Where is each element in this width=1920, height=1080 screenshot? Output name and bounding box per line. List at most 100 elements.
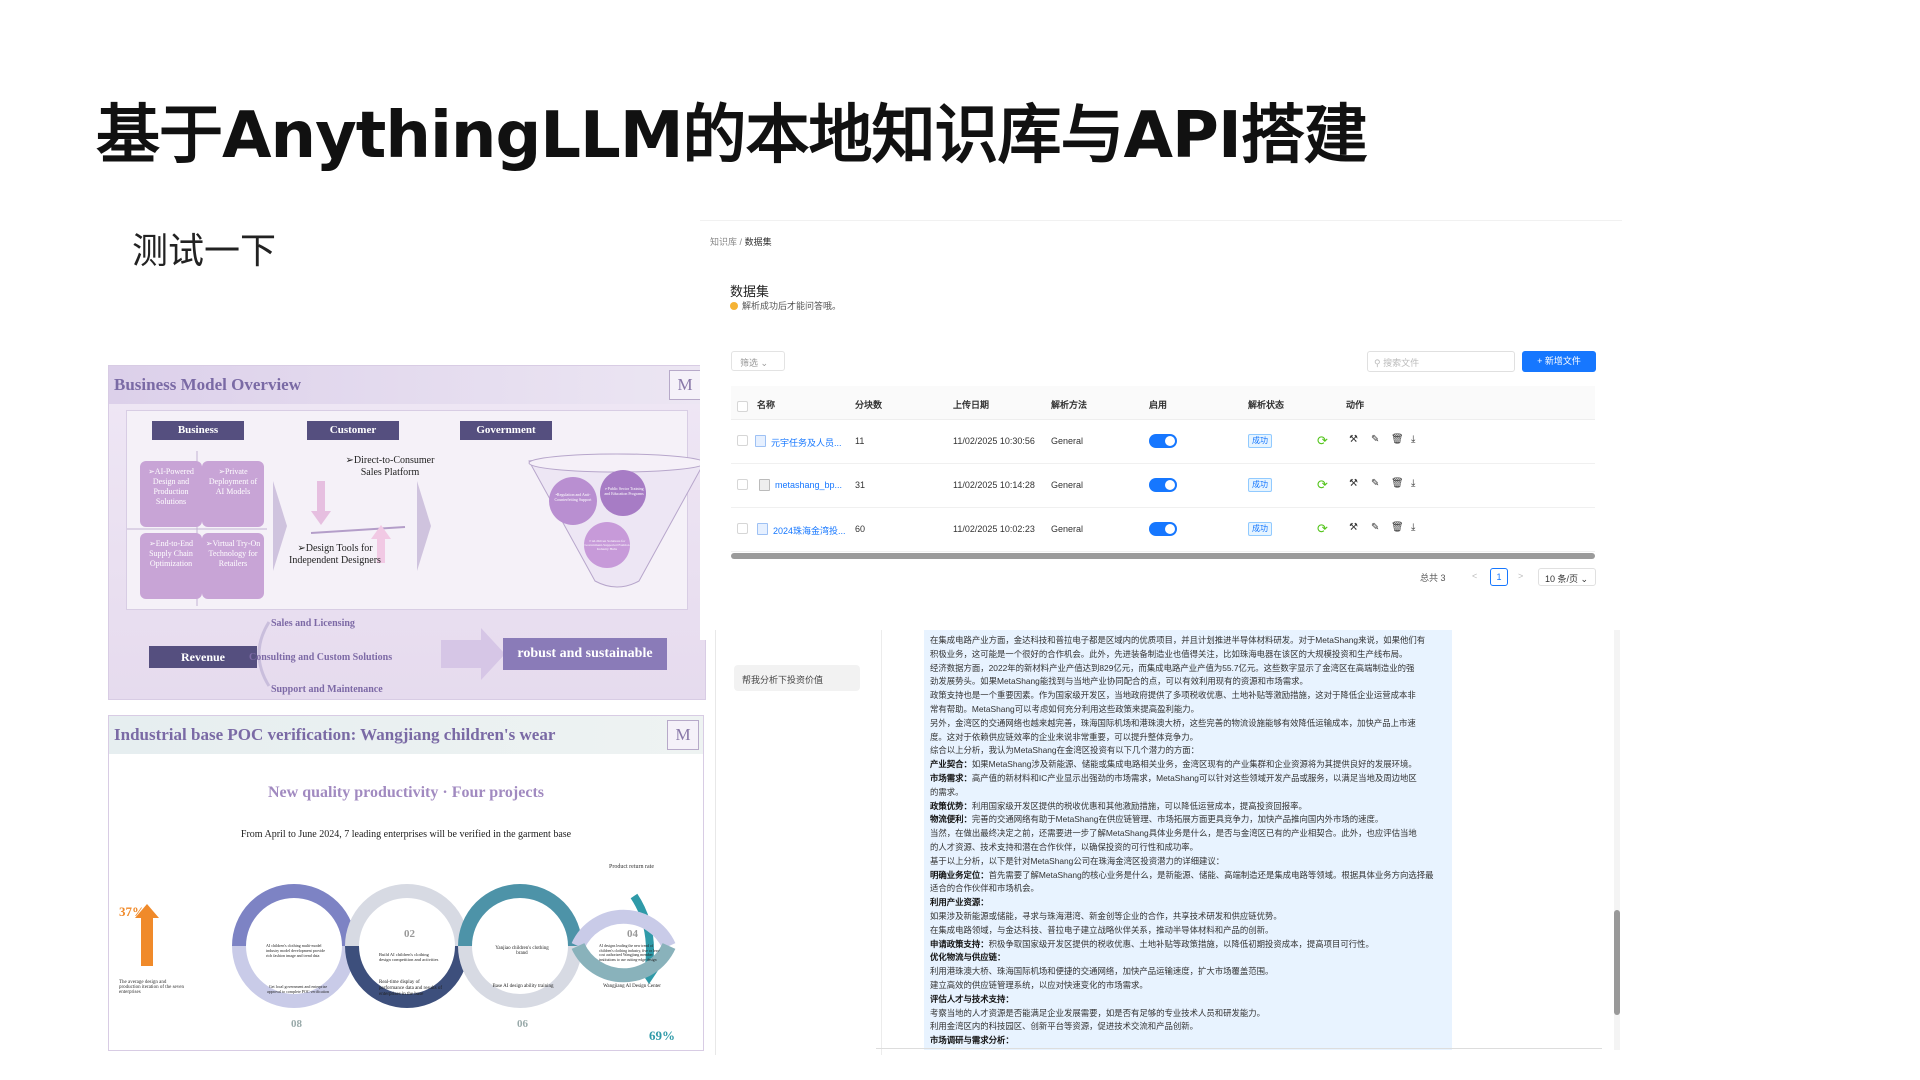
dataset-table: 名称 分块数 上传日期 解析方法 启用 解析状态 动作 元宇任务及人员... 1… <box>731 386 1595 552</box>
chat-session-item[interactable]: 帮我分析下投资价值 <box>734 665 860 691</box>
pagination-prev[interactable]: < <box>1472 571 1478 581</box>
answer-line-text: 常有帮助。MetaShang可以考虑如何充分利用这些政策来提高盈利能力。 <box>930 703 1199 714</box>
step-07-text: Real-time display of performance data an… <box>379 980 443 997</box>
delete-icon[interactable]: 🗑 <box>1391 478 1404 489</box>
answer-line: 申请政策支持：积极争取国家级开发区提供的税收优惠、土地补贴等政策措施，以降低初期… <box>930 938 1446 952</box>
customer-item-1: ➢Direct-to-Consumer Sales Platform <box>345 455 435 478</box>
answer-line-text: 劲发展势头。如果MetaShang能找到与当地产业协同配合的点，可以有效利用现有… <box>930 676 1308 687</box>
enable-toggle[interactable] <box>1149 478 1177 492</box>
answer-line: 当然，在做出最终决定之前，还需要进一步了解MetaShang具体业务是什么，是否… <box>930 827 1446 841</box>
col-parse-method[interactable]: 解析方法 <box>1051 400 1088 410</box>
answer-line: 物流便利：完善的交通网络有助于MetaShang在供应链管理、市场拓展方面更具竞… <box>930 813 1446 827</box>
edit-icon[interactable]: ✎ <box>1371 522 1380 533</box>
table-row[interactable]: metashang_bp... 31 11/02/2025 10:14:28 G… <box>731 464 1595 508</box>
answer-line: 利用产业资源： <box>930 896 1446 910</box>
left-caption: The average design and production iterat… <box>119 980 184 995</box>
answer-line: 评估人才与技术支持： <box>930 993 1446 1007</box>
answer-line-heading: 申请政策支持： <box>930 938 989 949</box>
step-02-number: 02 <box>404 928 415 940</box>
poc-process-diagram <box>135 884 676 1008</box>
download-icon[interactable]: ⤓ <box>1411 478 1416 489</box>
pagination-next[interactable]: > <box>1518 571 1524 581</box>
row-checkbox[interactable] <box>737 523 748 534</box>
settings-icon[interactable]: ⚒ <box>1349 478 1358 489</box>
answer-line: 政策支持也是一个重要因素。作为国家级开发区，当地政府提供了多项税收优惠、土地补贴… <box>930 689 1446 703</box>
answer-line-text: 利用金湾区内的科技园区、创新平台等资源，促进技术交流和产品创新。 <box>930 1021 1198 1032</box>
business-box-4: ➢Virtual Try-On Technology for Retailers <box>202 533 264 599</box>
poc-title: Industrial base POC verification: Wangji… <box>114 725 556 744</box>
answer-line: 明确业务定位：首先需要了解MetaShang的核心业务是什么，是新能源、储能、高… <box>930 869 1446 883</box>
add-file-button[interactable]: + 新增文件 <box>1522 351 1596 372</box>
answer-line: 利用港珠澳大桥、珠海国际机场和便捷的交通网络，加快产品运输速度，扩大市场覆盖范围… <box>930 965 1446 979</box>
horizontal-scrollbar[interactable] <box>731 553 1595 559</box>
edit-icon[interactable]: ✎ <box>1371 434 1380 445</box>
file-name-link[interactable]: metashang_bp... <box>775 480 843 490</box>
breadcrumb-knowledge-base[interactable]: 知识库 <box>710 237 738 247</box>
reparse-icon[interactable]: ⟳ <box>1317 521 1328 536</box>
result-box: robust and sustainable <box>503 638 667 670</box>
poc-note: From April to June 2024, 7 leading enter… <box>240 829 572 840</box>
chat-panel: 帮我分析下投资价值 在集成电路产业方面，金达科技和普拉电子都是区域内的优质项目，… <box>715 630 1622 1055</box>
parse-tip: 解析成功后才能问答哦。 <box>730 299 841 312</box>
search-input[interactable]: ⚲ 搜索文件 <box>1367 351 1515 372</box>
table-row[interactable]: 2024珠海金湾投... 60 11/02/2025 10:02:23 Gene… <box>731 508 1595 552</box>
enable-toggle[interactable] <box>1149 522 1177 536</box>
settings-icon[interactable]: ⚒ <box>1349 434 1358 445</box>
business-model-slide: Business Model Overview M Business Custo… <box>108 365 706 700</box>
answer-line: 基于以上分析，以下是针对MetaShang公司在珠海金湾区投资潜力的详细建议： <box>930 855 1446 869</box>
col-name[interactable]: 名称 <box>757 400 776 410</box>
poc-header: Industrial base POC verification: Wangji… <box>109 716 703 754</box>
chunk-count: 11 <box>855 436 865 446</box>
delete-icon[interactable]: 🗑 <box>1391 522 1404 533</box>
col-parse-status[interactable]: 解析状态 <box>1248 400 1285 410</box>
business-model-title: Business Model Overview <box>114 375 301 394</box>
answer-line: 劲发展势头。如果MetaShang能找到与当地产业协同配合的点，可以有效利用现有… <box>930 675 1446 689</box>
col-enabled[interactable]: 启用 <box>1149 400 1168 410</box>
column-customer: Customer <box>307 421 399 440</box>
step-07-number: 07 <box>404 1018 415 1030</box>
table-row[interactable]: 元宇任务及人员... 11 11/02/2025 10:30:56 Genera… <box>731 420 1595 464</box>
business-model-header: Business Model Overview M <box>109 366 705 404</box>
upload-date: 11/02/2025 10:30:56 <box>953 436 1035 446</box>
reparse-icon[interactable]: ⟳ <box>1317 433 1328 448</box>
business-model-diagram: Business Customer Government ➢AI-Powered… <box>126 410 705 610</box>
file-name-link[interactable]: 2024珠海金湾投... <box>773 526 846 536</box>
answer-line-text: 利用国家级开发区提供的税收优惠和其他激励措施，可以降低运营成本，提高投资回报率。 <box>971 800 1307 811</box>
answer-line: 综合以上分析，我认为MetaShang在金湾区投资有以下几个潜力的方面： <box>930 744 1446 758</box>
answer-line-text: 建立高效的供应链管理系统，以应对快速变化的市场需求。 <box>930 979 1148 990</box>
slide-title: 基于AnythingLLM的本地知识库与API搭建 <box>96 99 1368 173</box>
page-size-value: 10 条/页 <box>1545 574 1579 584</box>
delete-icon[interactable]: 🗑 <box>1391 434 1404 445</box>
file-name-link[interactable]: 元宇任务及人员... <box>771 438 842 448</box>
answer-line-text: 的需求。 <box>930 786 964 797</box>
vertical-scrollbar-track[interactable] <box>1614 630 1620 1050</box>
col-chunks[interactable]: 分块数 <box>855 400 883 410</box>
page-size-select[interactable]: 10 条/页 ⌄ <box>1538 568 1596 586</box>
download-icon[interactable]: ⤓ <box>1411 522 1416 533</box>
answer-line-text: 当然，在做出最终决定之前，还需要进一步了解MetaShang具体业务是什么，是否… <box>930 828 1417 839</box>
row-checkbox[interactable] <box>737 479 748 490</box>
revenue-item-3: Support and Maintenance <box>271 684 383 695</box>
settings-icon[interactable]: ⚒ <box>1349 522 1358 533</box>
enable-toggle[interactable] <box>1149 434 1177 448</box>
breadcrumb-separator: / <box>739 237 743 247</box>
slide-subtitle: 测试一下 <box>132 231 277 272</box>
col-upload-date[interactable]: 上传日期 <box>953 400 990 410</box>
answer-line-text: 考察当地的人才资源是否能满足企业发展需要，如是否有足够的专业技术人员和研发能力。 <box>930 1007 1265 1018</box>
parse-method: General <box>1051 524 1084 534</box>
pagination-current[interactable]: 1 <box>1490 568 1508 586</box>
file-icon <box>757 523 768 535</box>
reparse-icon[interactable]: ⟳ <box>1317 477 1328 492</box>
select-all-checkbox[interactable] <box>737 401 748 412</box>
product-return-label: Product return rate <box>609 864 654 870</box>
row-checkbox[interactable] <box>737 435 748 446</box>
filter-dropdown[interactable]: 筛选 ⌄ <box>731 351 785 371</box>
edit-icon[interactable]: ✎ <box>1371 478 1380 489</box>
vertical-scrollbar-thumb[interactable] <box>1614 910 1620 1015</box>
chunk-count: 60 <box>855 524 866 534</box>
step-06-number: 06 <box>517 1018 528 1030</box>
table-header: 名称 分块数 上传日期 解析方法 启用 解析状态 动作 <box>731 386 1595 420</box>
download-icon[interactable]: ⤓ <box>1411 434 1416 445</box>
step-01-text: AI children's clothing multi-model indus… <box>266 943 325 958</box>
search-icon: ⚲ <box>1374 358 1381 368</box>
